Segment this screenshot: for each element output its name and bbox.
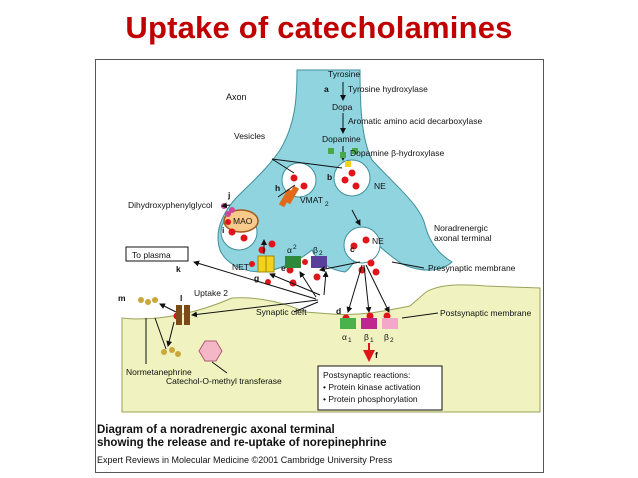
- uptake-arrows: [145, 158, 439, 374]
- label-step-a: a: [324, 84, 329, 94]
- label-dhpg: Dihydroxyphenylglycol: [128, 200, 213, 210]
- label-noradrenergic-1: Noradrenergic: [434, 223, 489, 233]
- credit-line: Expert Reviews in Molecular Medicine ©20…: [97, 455, 393, 465]
- normetanephrine-molecules: [138, 297, 181, 357]
- label-step-d: d: [336, 306, 341, 316]
- label-postsynaptic-reactions: Postsynaptic reactions:: [323, 370, 410, 380]
- label-alpha1: α: [342, 332, 347, 342]
- beta1-receptor: [361, 318, 377, 329]
- label-dbh: Dopamine β-hydroxylase: [350, 148, 444, 158]
- label-alpha1-subscript: 1: [348, 337, 352, 344]
- label-presynaptic-membrane: Presynaptic membrane: [428, 263, 516, 273]
- caption-line-2: showing the release and re-uptake of nor…: [97, 437, 387, 449]
- label-synaptic-cleft: Synaptic cleft: [256, 307, 307, 317]
- label-axon: Axon: [226, 92, 247, 102]
- label-step-k: k: [176, 264, 181, 274]
- uptake2-transporter: [176, 305, 182, 325]
- dopamine-granule: [340, 152, 346, 158]
- label-step-b: b: [327, 172, 332, 182]
- postsynaptic-reactions-box: [317, 365, 443, 411]
- label-aadc: Aromatic amino acid decarboxylase: [348, 116, 482, 126]
- net-transporter: [265, 255, 275, 273]
- vesicle-top-right: [333, 159, 371, 197]
- label-step-c: c: [350, 244, 355, 254]
- dopamine-granule: [328, 148, 334, 154]
- label-step-g: g: [254, 273, 259, 283]
- mao-mitochondrion: [223, 209, 259, 233]
- label-mao: MAO: [233, 216, 253, 226]
- dopamine-granule: [352, 148, 358, 154]
- label-beta2-post-subscript: 2: [390, 337, 394, 344]
- label-beta2-pre: β: [313, 245, 318, 255]
- label-postsynaptic-membrane: Postsynaptic membrane: [440, 308, 531, 318]
- label-step-f: f: [375, 350, 378, 360]
- caption-line-1: Diagram of a noradrenergic axonal termin…: [97, 424, 335, 436]
- label-protein-kinase-activation: • Protein kinase activation: [323, 382, 421, 392]
- label-beta2-post: β: [384, 332, 389, 342]
- comt-enzyme: [198, 340, 223, 362]
- alpha1-receptor: [340, 318, 356, 329]
- label-alpha2-subscript: 2: [293, 244, 297, 251]
- label-step-j: j: [227, 190, 230, 200]
- label-step-e: e: [281, 263, 286, 273]
- beta2-presynaptic-receptor: [311, 256, 327, 268]
- label-step-h: h: [275, 183, 280, 193]
- vmat2-transporter: [284, 185, 300, 205]
- label-noradrenergic-2: axonal terminal: [434, 233, 492, 243]
- label-dopa: Dopa: [332, 102, 353, 112]
- to-plasma-box: [125, 246, 189, 262]
- slide-title: Uptake of catecholamines: [125, 10, 513, 45]
- uptake2-transporter: [184, 305, 190, 325]
- label-beta1-subscript: 1: [370, 337, 374, 344]
- beta2-postsynaptic-receptor: [382, 318, 398, 329]
- net-transporter: [257, 255, 267, 273]
- label-comt: Catechol-O-methyl transferase: [166, 376, 282, 386]
- label-beta1: β: [364, 332, 369, 342]
- dopamine-granule: [345, 161, 351, 167]
- label-protein-phosphorylation: • Protein phosphorylation: [323, 394, 418, 404]
- label-uptake2: Uptake 2: [194, 288, 228, 298]
- label-ne-release: NE: [372, 236, 384, 246]
- alpha2-receptor: [285, 256, 301, 268]
- label-tyrosine-hydroxylase: Tyrosine hydroxylase: [348, 84, 428, 94]
- label-vesicles: Vesicles: [234, 131, 265, 141]
- label-vmat2-subscript: 2: [325, 201, 329, 208]
- label-step-i: i: [222, 225, 224, 235]
- label-ne-vesicle: NE: [374, 181, 386, 191]
- vesicle-release: [343, 226, 381, 264]
- label-dopamine: Dopamine: [322, 134, 361, 144]
- label-net: NET: [232, 262, 249, 272]
- label-normetanephrine: Normetanephrine: [126, 367, 192, 377]
- label-vmat2: VMAT: [300, 195, 323, 205]
- label-step-l: l: [180, 293, 182, 303]
- label-beta2-pre-subscript: 2: [319, 250, 323, 257]
- label-to-plasma: To plasma: [132, 250, 171, 260]
- label-step-m: m: [118, 293, 126, 303]
- label-alpha2: α: [287, 245, 292, 255]
- label-tyrosine: Tyrosine: [328, 69, 360, 79]
